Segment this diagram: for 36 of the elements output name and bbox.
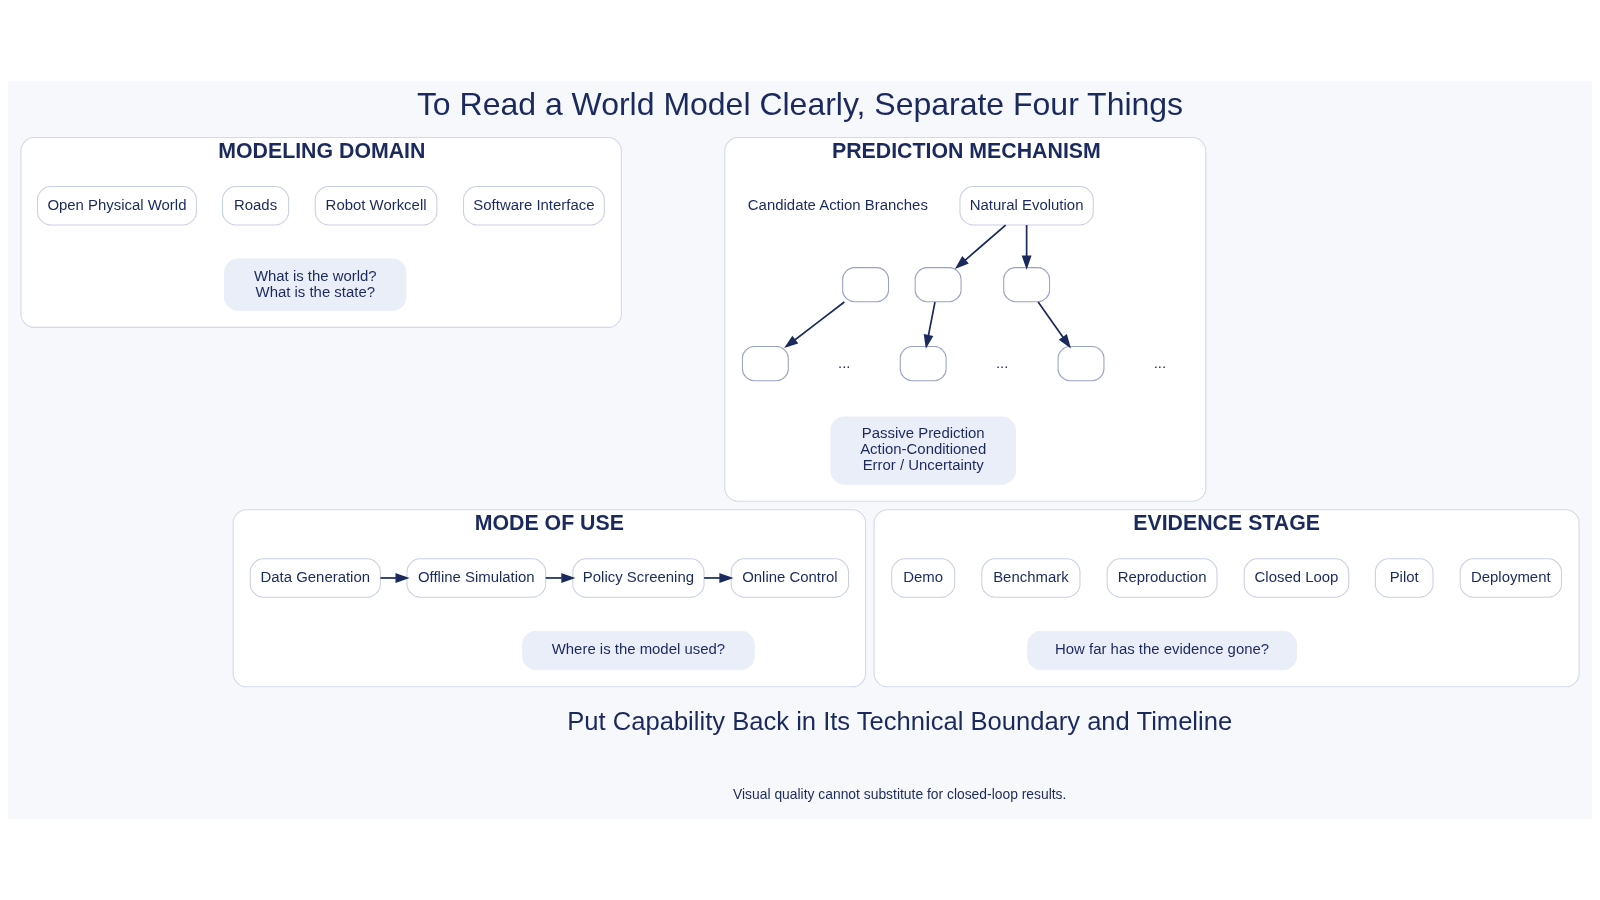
node-box: [914, 267, 962, 303]
node-box: Offline Simulation: [406, 558, 547, 598]
label: Put Capability Back in Its Technical Boundary and Timeline: [567, 706, 1233, 735]
node-box: Robot Workcell: [314, 186, 438, 226]
node-box: Benchmark: [981, 558, 1081, 598]
arrow: [544, 573, 576, 583]
arrow: [784, 301, 846, 349]
label: Candidate Action Branches: [747, 195, 928, 213]
node-box: Closed Loop: [1243, 558, 1350, 598]
arrow: [379, 573, 410, 583]
arrow: [923, 301, 936, 349]
node-box: Online Control: [730, 558, 850, 598]
node-box: [1057, 346, 1105, 382]
label: ...: [995, 353, 1009, 371]
label: ...: [1153, 353, 1167, 371]
node-box: Roads: [221, 186, 290, 226]
node-box: Natural Evolution: [959, 186, 1094, 226]
node-box: Pilot: [1374, 558, 1434, 598]
node-box: Software Interface: [463, 186, 605, 226]
node-box: Deployment: [1459, 558, 1562, 598]
node-box: [1003, 267, 1051, 303]
node-box: Demo: [891, 558, 956, 598]
label: ...: [838, 353, 851, 371]
node-box: Policy Screening: [572, 558, 705, 598]
arrow: [1021, 224, 1032, 270]
node-box: Reproduction: [1106, 558, 1218, 598]
arrow: [954, 224, 1007, 270]
node-box: [842, 267, 890, 303]
arrow: [1037, 301, 1071, 349]
label: Visual quality cannot substitute for closed-loop results.: [733, 786, 1067, 803]
diagram-title: To Read a World Model Clearly, Separate Four Things: [416, 86, 1184, 123]
node-box: [899, 346, 947, 382]
node-box: Open Physical World: [36, 186, 197, 226]
arrow: [703, 573, 734, 583]
node-box: Data Generation: [249, 558, 381, 598]
node-box: [741, 346, 789, 382]
